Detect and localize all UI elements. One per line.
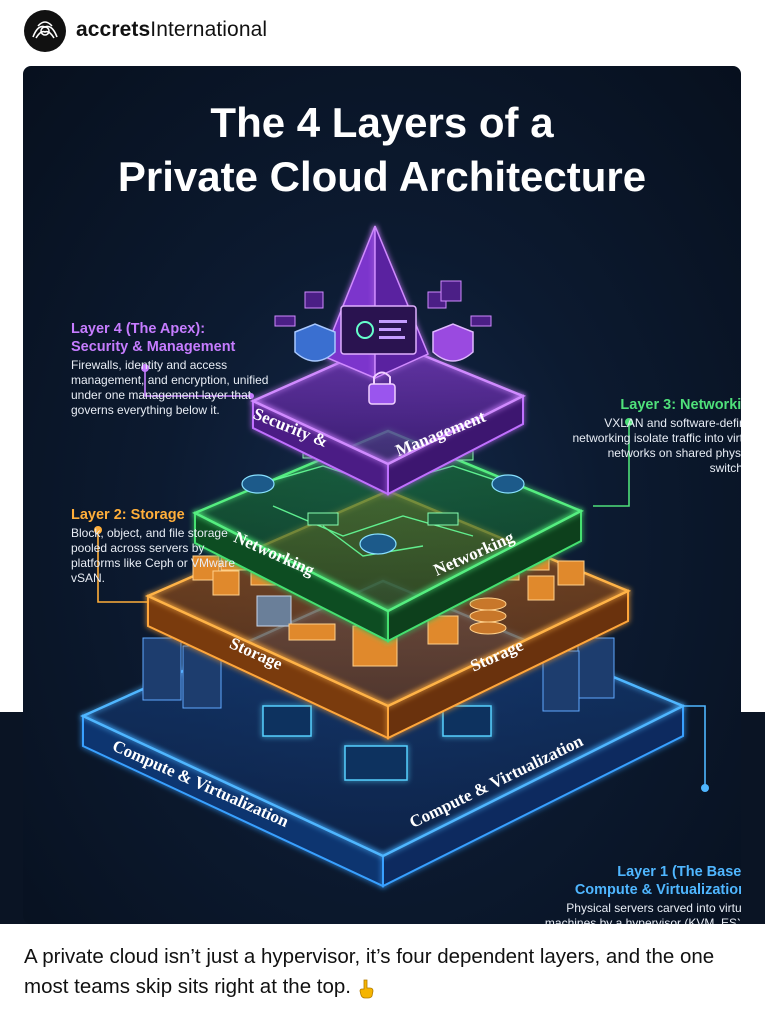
post-header: accretsInternational xyxy=(0,0,765,60)
annotation-layer1-heading2: Compute & Virtualization. xyxy=(574,882,741,898)
annotation-layer1: Layer 1 (The Base): Compute & Virtualiza… xyxy=(531,863,741,924)
annotation-layer4-heading2: Security & Management xyxy=(71,339,236,355)
annotation-layer4-body: Firewalls, identity and access managemen… xyxy=(71,358,269,417)
annotation-connectors xyxy=(94,364,709,792)
brand-logo-icon[interactable] xyxy=(24,10,66,52)
layer-networking xyxy=(192,429,584,643)
annotation-layer3: Layer 3: Networking VXLAN and software-d… xyxy=(559,396,741,476)
annotation-layer4: Layer 4 (The Apex): Security & Managemen… xyxy=(71,320,281,418)
annotation-layer3-body: VXLAN and software-defined networking is… xyxy=(572,416,741,475)
pyramid-diagram xyxy=(79,225,709,888)
infographic-poster: The 4 Layers of a Private Cloud Architec… xyxy=(23,66,741,924)
post-caption: A private cloud isn’t just a hypervisor,… xyxy=(24,942,744,1002)
annotation-layer3-heading: Layer 3: Networking xyxy=(620,397,741,413)
annotation-layer2-body: Block, object, and file storage pooled a… xyxy=(71,526,236,585)
layer-security xyxy=(249,225,527,496)
annotation-layer1-body: Physical servers carved into virtual mac… xyxy=(544,901,741,924)
annotation-layer2: Layer 2: Storage Block, object, and file… xyxy=(71,506,241,586)
caption-text: A private cloud isn’t just a hypervisor,… xyxy=(24,945,715,998)
poster-title: The 4 Layers of a Private Cloud Architec… xyxy=(117,99,647,200)
brand-name[interactable]: accretsInternational xyxy=(76,18,268,41)
annotation-layer1-heading1: Layer 1 (The Base): xyxy=(617,864,741,880)
annotation-layer4-heading1: Layer 4 (The Apex): xyxy=(71,321,206,337)
annotation-layer2-heading: Layer 2: Storage xyxy=(71,507,185,523)
pointing-down-hand-icon xyxy=(357,978,377,998)
